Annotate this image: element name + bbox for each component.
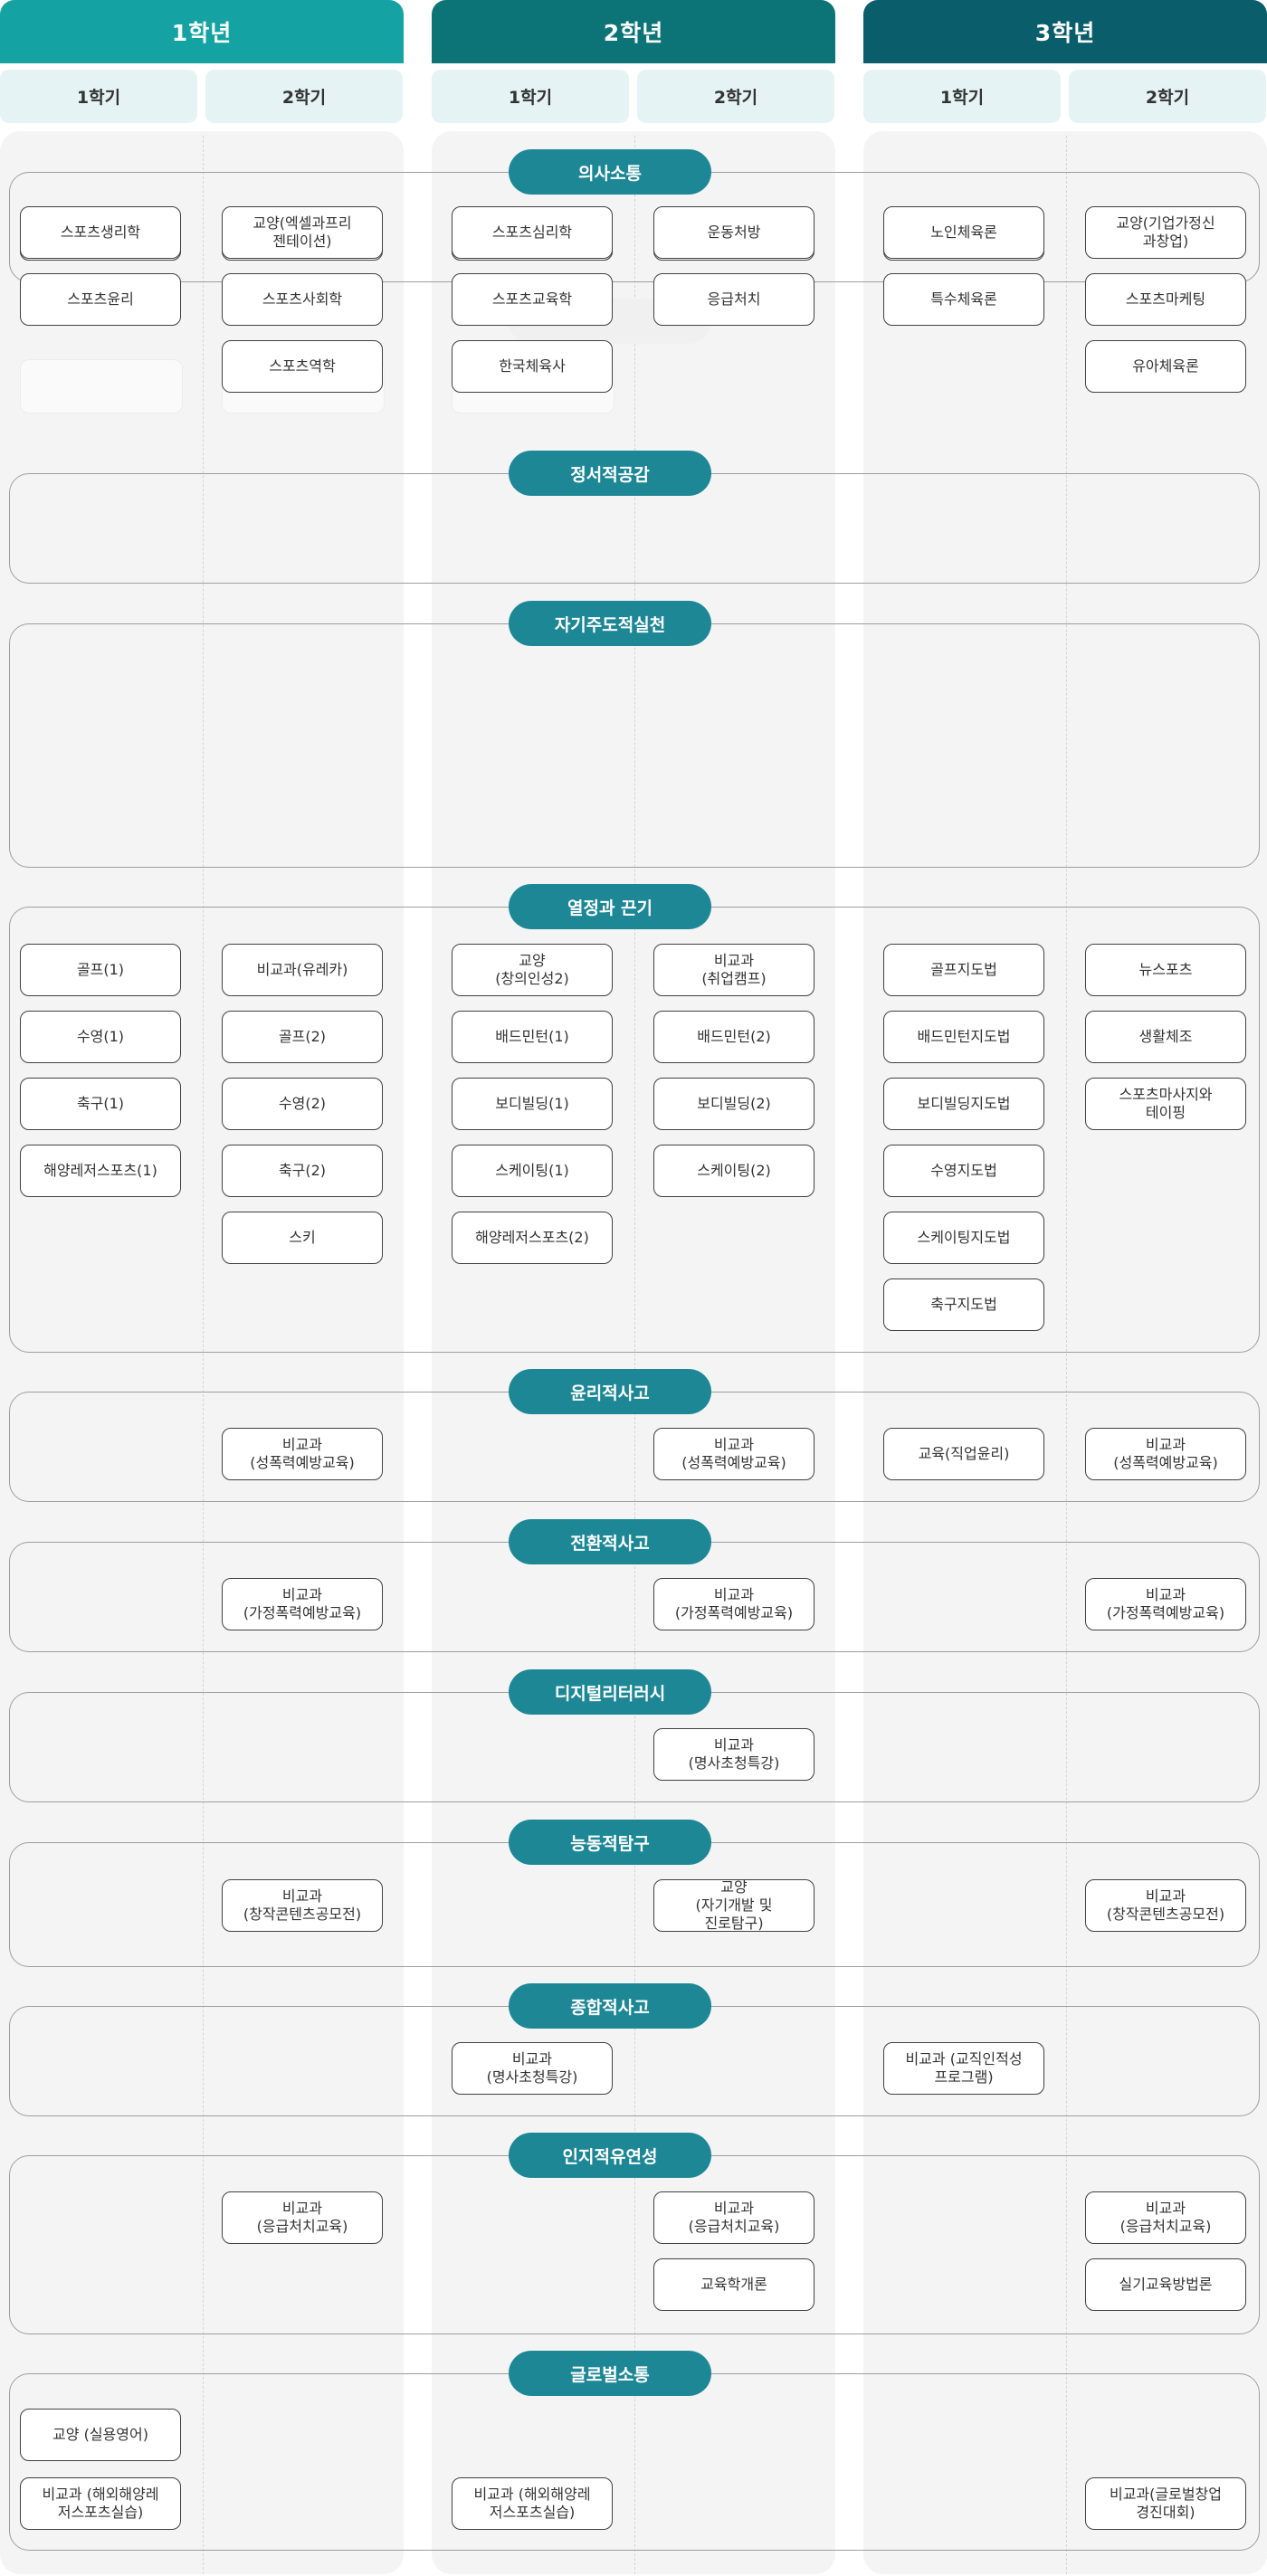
course-box: 비교과 (가정폭력예방교육) bbox=[1085, 1578, 1246, 1630]
course-box: 스포츠마케팅 bbox=[1085, 273, 1246, 326]
competency-group-4 bbox=[9, 907, 1260, 1353]
competency-title-11: 글로벌소통 bbox=[509, 2351, 711, 2396]
course-box: 비교과 (성폭력예방교육) bbox=[653, 1428, 814, 1480]
course-box: 해양레저스포츠(1) bbox=[20, 1145, 181, 1197]
competency-title-8: 능동적탐구 bbox=[509, 1820, 711, 1865]
course-box: 스케이팅(1) bbox=[452, 1145, 613, 1197]
course-box: 비교과 (해외해양레 저스포츠실습) bbox=[452, 2477, 613, 2530]
course-box: 비교과 (교직인적성 프로그램) bbox=[883, 2042, 1044, 2095]
course-box: 스케이팅지도법 bbox=[883, 1212, 1044, 1264]
course-box: 수영지도법 bbox=[883, 1145, 1044, 1197]
course-box: 해양레저스포츠(2) bbox=[452, 1212, 613, 1264]
semester-header-6: 2학기 bbox=[1069, 70, 1266, 123]
course-box: 보디빌딩지도법 bbox=[883, 1078, 1044, 1130]
course-box: 뉴스포츠 bbox=[1085, 944, 1246, 996]
course-box: 축구지도법 bbox=[883, 1278, 1044, 1331]
course-box: 교양(기업가정신 과창업) bbox=[1085, 206, 1246, 259]
competency-title-6: 전환적사고 bbox=[509, 1519, 711, 1564]
course-box: 스케이팅(2) bbox=[653, 1145, 814, 1197]
course-box: 비교과 (응급처치교육) bbox=[1085, 2191, 1246, 2244]
course-box: 교육학개론 bbox=[653, 2258, 814, 2311]
semester-divider-3 bbox=[1066, 136, 1067, 2574]
semester-header-5: 1학기 bbox=[863, 70, 1061, 123]
course-box: 교양 (창의인성2) bbox=[452, 944, 613, 996]
course-box: 교양 (자기개발 및 진로탐구) bbox=[653, 1878, 814, 1932]
course-box: 교양(엑셀과프리 젠테이션) bbox=[222, 206, 383, 259]
course-box: 운동처방 bbox=[653, 206, 814, 259]
competency-title-4: 열정과 끈기 bbox=[509, 884, 711, 929]
competency-title-3: 자기주도적실천 bbox=[509, 601, 711, 646]
course-box: 보디빌딩(2) bbox=[653, 1078, 814, 1130]
competency-title-1: 의사소통 bbox=[509, 149, 711, 195]
course-box: 교육(직업윤리) bbox=[883, 1428, 1044, 1480]
course-box: 유아체육론 bbox=[1085, 340, 1246, 393]
semester-divider-2 bbox=[634, 136, 635, 2574]
course-box: 응급처치 bbox=[653, 273, 814, 326]
year-column-bg-3 bbox=[863, 131, 1267, 2574]
course-box: 스포츠역학 bbox=[222, 340, 383, 393]
course-box: 비교과 (명사초청특강) bbox=[653, 1728, 814, 1781]
course-box: 비교과 (창작콘텐츠공모전) bbox=[1085, 1879, 1246, 1932]
year-header-2: 2학년 bbox=[432, 0, 835, 63]
course-box: 비교과 (가정폭력예방교육) bbox=[222, 1578, 383, 1630]
course-box: 교양 (실용영어) bbox=[20, 2409, 181, 2461]
course-box: 실기교육방법론 bbox=[1085, 2258, 1246, 2311]
course-box: 비교과 (해외해양레 저스포츠실습) bbox=[20, 2477, 181, 2530]
semester-header-1: 1학기 bbox=[0, 70, 197, 123]
competency-group-11 bbox=[9, 2373, 1260, 2551]
course-box: 생활체조 bbox=[1085, 1011, 1246, 1063]
course-box: 보디빌딩(1) bbox=[452, 1078, 613, 1130]
competency-title-7: 디지털리터러시 bbox=[509, 1669, 711, 1715]
course-box: 비교과 (응급처치교육) bbox=[222, 2191, 383, 2244]
competency-group-3 bbox=[9, 623, 1260, 868]
course-box: 한국체육사 bbox=[452, 340, 613, 393]
course-box: 스포츠교육학 bbox=[452, 273, 613, 326]
course-box: 배드민턴(2) bbox=[653, 1011, 814, 1063]
course-box: 비교과 (가정폭력예방교육) bbox=[653, 1578, 814, 1630]
course-box: 배드민턴(1) bbox=[452, 1011, 613, 1063]
course-box: 스포츠생리학 bbox=[20, 206, 181, 259]
faded-placeholder-box-1 bbox=[20, 359, 183, 413]
course-box: 비교과 (취업캠프) bbox=[653, 944, 814, 996]
course-box: 골프지도법 bbox=[883, 944, 1044, 996]
course-box: 비교과 (성폭력예방교육) bbox=[1085, 1428, 1246, 1480]
course-box: 비교과(글로벌창업 경진대회) bbox=[1085, 2477, 1246, 2530]
course-box: 배드민턴지도법 bbox=[883, 1011, 1044, 1063]
course-box: 축구(1) bbox=[20, 1078, 181, 1130]
year-column-bg-1 bbox=[0, 131, 404, 2574]
course-box: 스포츠윤리 bbox=[20, 273, 181, 326]
course-box: 비교과 (명사초청특강) bbox=[452, 2042, 613, 2095]
course-box: 노인체육론 bbox=[883, 206, 1044, 259]
semester-header-4: 2학기 bbox=[637, 70, 834, 123]
course-box: 비교과 (응급처치교육) bbox=[653, 2191, 814, 2244]
year-header-1: 1학년 bbox=[0, 0, 404, 63]
competency-title-9: 종합적사고 bbox=[509, 1983, 711, 2029]
semester-header-3: 1학기 bbox=[432, 70, 629, 123]
competency-group-10 bbox=[9, 2155, 1260, 2334]
course-box: 스포츠마사지와 테이핑 bbox=[1085, 1078, 1246, 1130]
course-box: 비교과 (창작콘텐츠공모전) bbox=[222, 1879, 383, 1932]
course-box: 스포츠사회학 bbox=[222, 273, 383, 326]
competency-title-10: 인지적유연성 bbox=[509, 2133, 711, 2178]
course-box: 골프(1) bbox=[20, 944, 181, 996]
course-box: 스키 bbox=[222, 1212, 383, 1264]
course-box: 축구(2) bbox=[222, 1145, 383, 1197]
course-box: 특수체육론 bbox=[883, 273, 1044, 326]
competency-title-2: 정서적공감 bbox=[509, 451, 711, 496]
course-box: 비교과 (성폭력예방교육) bbox=[222, 1428, 383, 1480]
course-box: 골프(2) bbox=[222, 1011, 383, 1063]
year-header-3: 3학년 bbox=[863, 0, 1267, 63]
competency-title-5: 윤리적사고 bbox=[509, 1369, 711, 1414]
course-box: 스포츠심리학 bbox=[452, 206, 613, 259]
semester-header-2: 2학기 bbox=[205, 70, 403, 123]
course-box: 비교과(유레카) bbox=[222, 944, 383, 996]
course-box: 수영(1) bbox=[20, 1011, 181, 1063]
course-box: 수영(2) bbox=[222, 1078, 383, 1130]
semester-divider-1 bbox=[203, 136, 204, 2574]
